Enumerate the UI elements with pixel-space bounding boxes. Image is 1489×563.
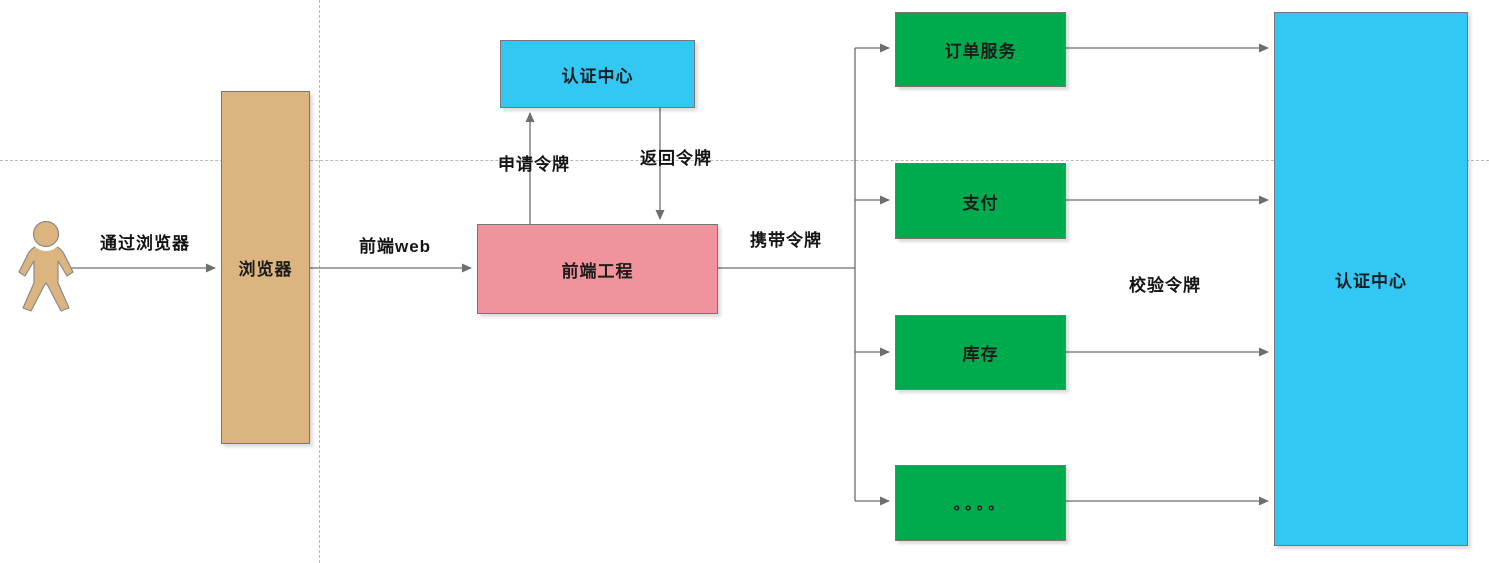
node-frontend-project-label: 前端工程	[561, 261, 634, 281]
node-browser-label: 浏览器	[238, 260, 293, 279]
node-order-service-label: 订单服务	[944, 42, 1017, 61]
node-auth-center-right-label: 认证中心	[1335, 271, 1407, 291]
node-more-services[interactable]: 。。。。	[895, 465, 1066, 541]
person-icon[interactable]	[14, 213, 78, 318]
edge-label-return-token: 返回令牌	[640, 149, 712, 168]
edge-label-via-browser: 通过浏览器	[100, 234, 190, 253]
node-auth-center-top-label: 认证中心	[561, 66, 634, 86]
node-more-services-label: 。。。。	[953, 495, 1008, 513]
node-inventory-label: 库存	[962, 345, 999, 364]
edge-label-request-token: 申请令牌	[498, 155, 570, 174]
edge-label-carry-token: 携带令牌	[750, 231, 822, 250]
vertical-guide-line	[319, 0, 320, 563]
node-auth-center-top[interactable]: 认证中心	[500, 40, 695, 108]
horizontal-guide-line	[0, 160, 1489, 161]
edge-label-frontend-web: 前端web	[358, 237, 432, 256]
person-head	[32, 220, 60, 248]
node-order-service[interactable]: 订单服务	[895, 12, 1066, 87]
node-payment-label: 支付	[962, 193, 999, 213]
node-inventory[interactable]: 库存	[895, 315, 1066, 390]
node-payment[interactable]: 支付	[895, 163, 1066, 239]
person-body	[18, 243, 74, 312]
edge-label-verify-token: 校验令牌	[1129, 276, 1201, 295]
node-frontend-project[interactable]: 前端工程	[477, 224, 718, 314]
node-auth-center-right[interactable]: 认证中心	[1274, 12, 1468, 546]
node-browser[interactable]: 浏览器	[221, 91, 310, 444]
